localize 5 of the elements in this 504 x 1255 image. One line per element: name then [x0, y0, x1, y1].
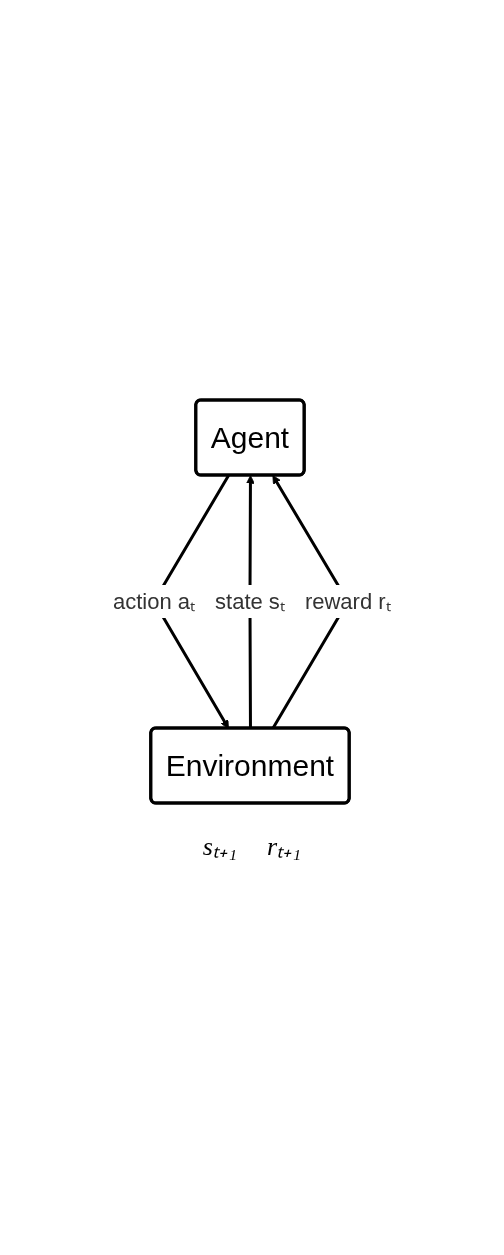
- math-label: sₜ₊₁: [202, 831, 237, 863]
- edge-label: state sₜ: [215, 589, 286, 614]
- math-label: rₜ₊₁: [267, 831, 302, 863]
- edge-label: reward rₜ: [305, 589, 391, 614]
- edge-label: action aₜ: [113, 589, 196, 614]
